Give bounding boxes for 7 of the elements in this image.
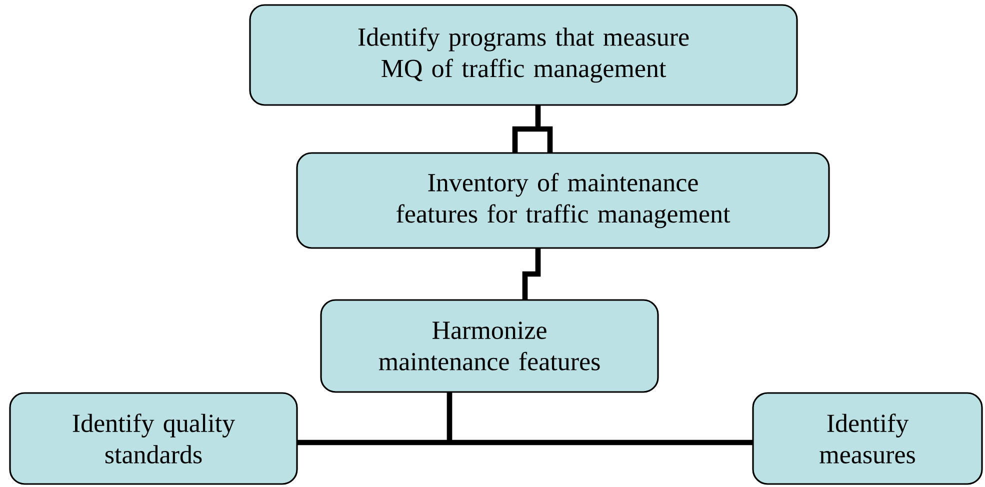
connector	[522, 248, 541, 300]
process-box: Inventory of maintenance features for traffic management	[296, 152, 830, 249]
process-box: Identify measures	[752, 392, 983, 485]
connector	[297, 392, 753, 446]
process-box: Harmonize maintenance features	[320, 299, 659, 393]
process-box: Identify programs that measure MQ of traffic management	[249, 4, 798, 106]
process-box: Identify quality standards	[9, 392, 298, 485]
